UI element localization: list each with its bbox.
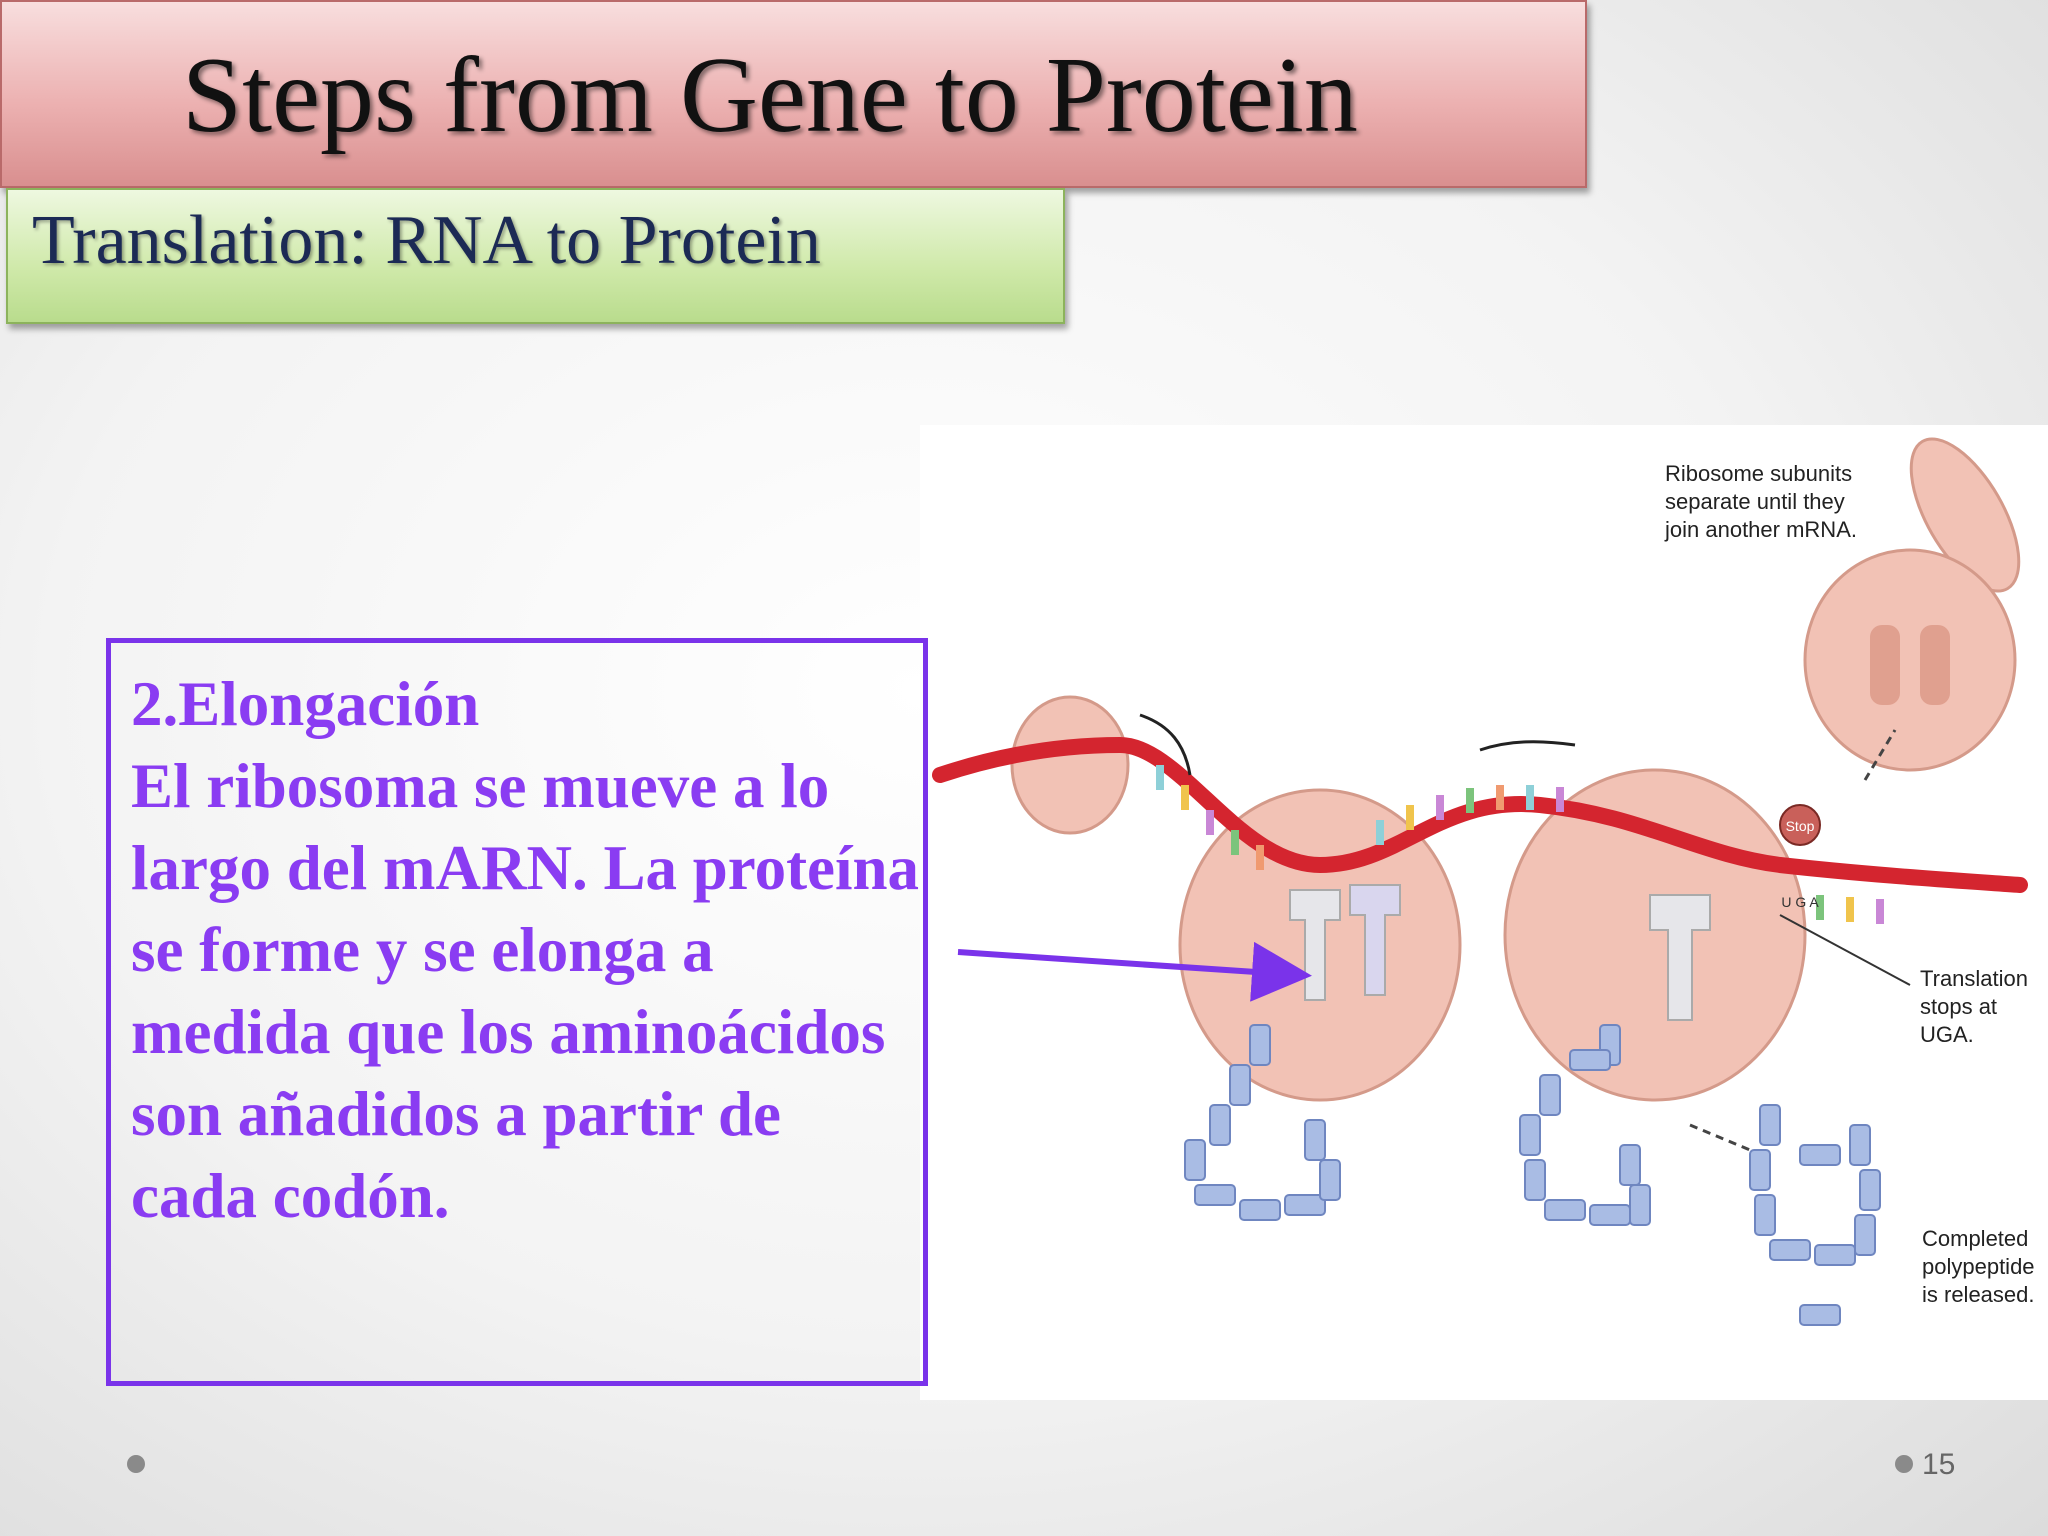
- footer-dot-right: [1895, 1455, 1913, 1473]
- dashed-arrow: [1689, 1123, 1751, 1152]
- elongation-text: 2.Elongación El ribosoma se mueve a lo l…: [131, 669, 920, 1231]
- leader-line: [1779, 914, 1911, 986]
- subunit-groove: [1870, 625, 1900, 705]
- slide-title: Steps from Gene to Protein: [182, 36, 1358, 155]
- mrna-strand: [932, 736, 2028, 893]
- polypeptide-released: [1749, 1104, 1881, 1326]
- dashed-arrow: [1863, 729, 1897, 781]
- label-ribosome-subunits: Ribosome subunits separate until they jo…: [1665, 461, 1857, 542]
- movement-arrow: [1139, 713, 1192, 776]
- stop-sign-label: Stop: [1786, 818, 1815, 834]
- translation-illustration: Stop U G A: [932, 437, 2028, 1326]
- ribosome-subunit-large: [1803, 548, 2017, 772]
- title-bar: Steps from Gene to Protein: [0, 0, 1587, 188]
- codon-uga-label: U G A: [1781, 894, 1819, 910]
- label-completed-polypeptide: Completed polypeptide is released.: [1922, 1226, 2035, 1307]
- translation-diagram: Stop U G A: [920, 425, 2048, 1400]
- trna: [1649, 894, 1711, 1021]
- label-translation-stops: Translation stops at UGA.: [1920, 966, 2029, 1047]
- polypeptide-middle: [1184, 1024, 1341, 1221]
- slide-subtitle: Translation: RNA to Protein: [32, 202, 821, 279]
- codon-bases: [1156, 765, 1884, 924]
- elongation-textbox: 2.Elongación El ribosoma se mueve a lo l…: [106, 638, 928, 1386]
- footer-dot-left: [127, 1455, 145, 1473]
- page-number: 15: [1922, 1448, 1956, 1481]
- small-ribosome: [1010, 695, 1130, 835]
- trna: [1289, 889, 1341, 1001]
- subunit-groove: [1920, 625, 1950, 705]
- subtitle-bar: Translation: RNA to Protein: [6, 188, 1065, 324]
- trna: [1349, 884, 1401, 996]
- movement-arrow: [1479, 740, 1576, 752]
- stop-sign: [1779, 804, 1821, 846]
- ribosome-subunit-small: [1909, 437, 2021, 593]
- polypeptide-right: [1519, 1024, 1651, 1226]
